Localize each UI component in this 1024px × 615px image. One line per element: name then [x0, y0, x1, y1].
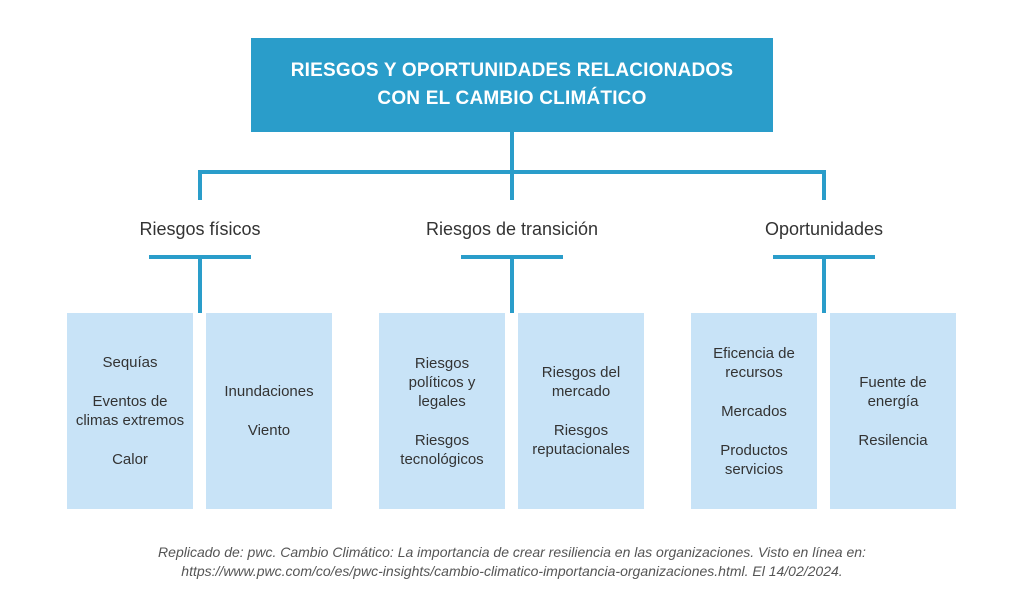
box-item: Riesgos políticos y legales [408, 354, 476, 410]
title-line-1: RIESGOS Y OPORTUNIDADES RELACIONADOS [290, 60, 734, 81]
stem-line-center [510, 255, 514, 313]
drop-line-center [510, 170, 514, 200]
box-item: Eficencia de recursos [713, 344, 795, 381]
drop-line-right [822, 170, 826, 200]
box-oportunidades-1: Eficencia de recursos Mercados Productos… [691, 313, 817, 509]
box-item: Inundaciones [224, 383, 314, 400]
box-item: Eventos de climas extremos [75, 393, 185, 429]
box-riesgos-fisicos-2: Inundaciones Viento [206, 313, 332, 509]
title-line-2: CON EL CAMBIO CLIMÁTICO [377, 88, 647, 109]
source-caption: Replicado de: pwc. Cambio Climático: La … [0, 543, 1024, 581]
box-item: Riesgos reputacionales [532, 422, 630, 458]
box-riesgos-fisicos-1: Sequías Eventos de climas extremos Calor [67, 313, 193, 509]
box-item: Productos servicios [720, 441, 788, 478]
category-label-riesgos-transicion: Riesgos de transición [425, 219, 599, 239]
trunk-line [510, 132, 514, 173]
stem-line-left [198, 255, 202, 313]
box-item: Riesgos tecnológicos [400, 431, 484, 468]
drop-line-left [198, 170, 202, 200]
category-label-riesgos-fisicos: Riesgos físicos [139, 219, 261, 239]
category-label-oportunidades: Oportunidades [764, 219, 884, 239]
caption-line-2: https://www.pwc.com/co/es/pwc-insights/c… [181, 563, 843, 579]
stem-line-right [822, 255, 826, 313]
box-oportunidades-2: Fuente de energía Resilencia [830, 313, 956, 509]
box-item: Viento [247, 422, 291, 439]
box-item: Sequías [102, 354, 158, 371]
box-item: Mercados [721, 402, 787, 420]
box-item: Riesgos del mercado [541, 364, 621, 400]
box-riesgos-transicion-2: Riesgos del mercado Riesgos reputacional… [518, 313, 644, 509]
box-riesgos-transicion-1: Riesgos políticos y legales Riesgos tecn… [379, 313, 505, 509]
box-item: Calor [112, 451, 148, 468]
box-item: Fuente de energía [859, 373, 927, 410]
box-item: Resilencia [858, 431, 928, 449]
diagram-title-box: RIESGOS Y OPORTUNIDADES RELACIONADOS CON… [251, 38, 773, 132]
caption-line-1: Replicado de: pwc. Cambio Climático: La … [158, 544, 866, 560]
